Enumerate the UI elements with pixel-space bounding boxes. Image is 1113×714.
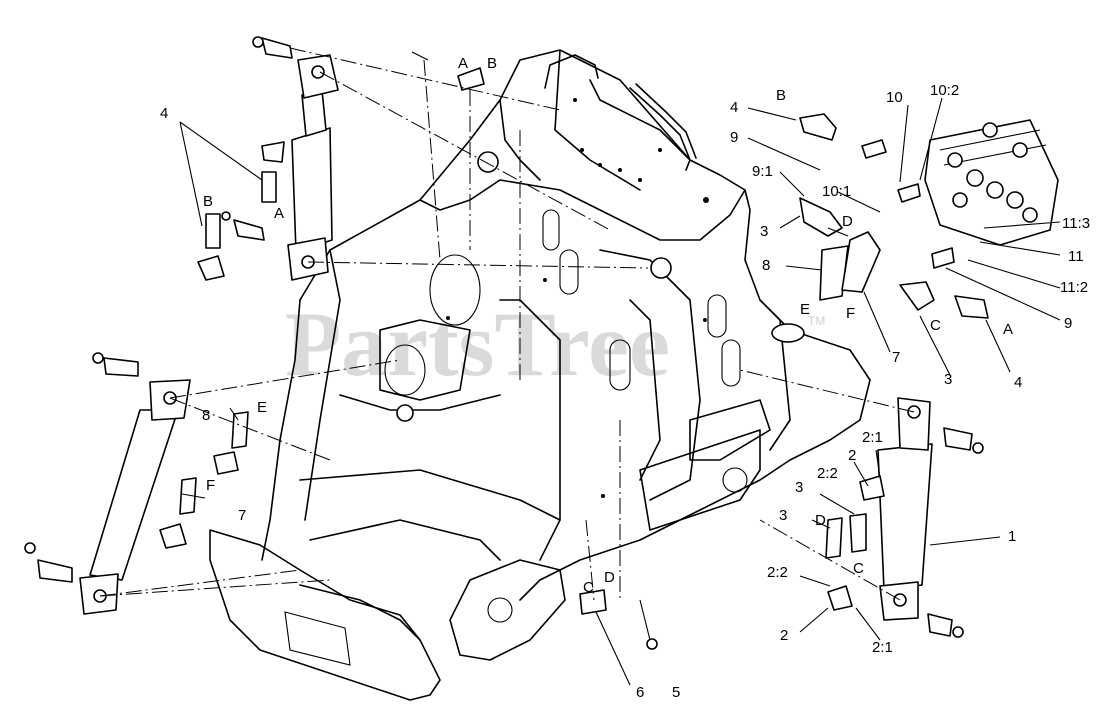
callout-2-1: 2:1 <box>872 639 893 656</box>
lift-cylinder-upper-left <box>221 36 339 281</box>
callout-8: 8 <box>202 407 210 424</box>
callout-B: B <box>487 55 497 72</box>
callout-11-2: 11:2 <box>1060 279 1088 296</box>
callout-2: 2 <box>780 627 788 644</box>
callout-A: A <box>1003 321 1013 338</box>
callout-C: C <box>583 579 594 596</box>
callout-4: 4 <box>730 99 738 116</box>
callout-labels: A B 4 B A E 8 F 7 4 B 10 10:2 9 9:1 10:1… <box>160 55 1090 701</box>
callout-7: 7 <box>892 349 900 366</box>
callout-3: 3 <box>944 371 952 388</box>
callout-4: 4 <box>1014 374 1022 391</box>
lift-cylinder-lower-left <box>24 352 191 615</box>
callout-1: 1 <box>1008 528 1016 545</box>
callout-10-2: 10:2 <box>930 82 959 99</box>
callout-9: 9 <box>1064 315 1072 332</box>
callout-2-2: 2:2 <box>817 465 838 482</box>
watermark: PartsTree <box>285 293 670 395</box>
callout-C: C <box>930 317 941 334</box>
callout-4: 4 <box>160 105 168 122</box>
callout-5: 5 <box>672 684 680 701</box>
callout-8: 8 <box>762 257 770 274</box>
callout-7: 7 <box>238 507 246 524</box>
callout-3: 3 <box>795 479 803 496</box>
callout-D: D <box>815 512 826 529</box>
callout-9: 9 <box>730 129 738 146</box>
callout-2: 2 <box>848 447 856 464</box>
loader-frame <box>209 49 871 701</box>
callout-3: 3 <box>779 507 787 524</box>
callout-10-1: 10:1 <box>822 183 851 200</box>
callout-E: E <box>257 399 267 416</box>
reference-lines <box>99 47 915 601</box>
callout-11-3: 11:3 <box>1062 215 1090 232</box>
callout-F: F <box>846 305 855 322</box>
callout-D: D <box>842 213 853 230</box>
callout-A: A <box>274 205 284 222</box>
callout-B: B <box>203 193 213 210</box>
callout-D: D <box>604 569 615 586</box>
callout-B: B <box>776 87 786 104</box>
control-valve <box>924 119 1059 246</box>
callout-C: C <box>853 560 864 577</box>
callout-A: A <box>458 55 468 72</box>
leader-lines <box>179 97 1061 686</box>
callout-F: F <box>206 477 215 494</box>
tilt-cylinder-right <box>877 397 984 638</box>
callout-10: 10 <box>886 89 903 106</box>
callout-9-1: 9:1 <box>752 163 773 180</box>
callout-2-1: 2:1 <box>862 429 883 446</box>
hydraulic-fittings <box>159 51 989 650</box>
callout-6: 6 <box>636 684 644 701</box>
callout-E: E <box>800 301 810 318</box>
callout-11: 11 <box>1068 248 1084 265</box>
watermark-trademark: TM <box>808 314 825 328</box>
callout-3: 3 <box>760 223 768 240</box>
callout-2-2: 2:2 <box>767 564 788 581</box>
